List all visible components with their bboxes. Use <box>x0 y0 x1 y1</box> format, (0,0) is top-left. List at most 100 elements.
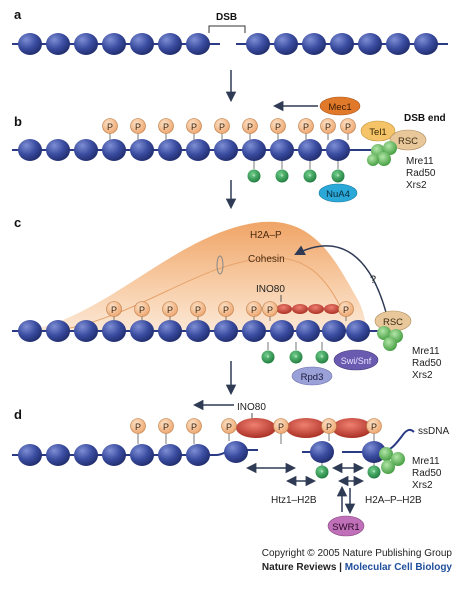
nua4-complex: NuA4 <box>318 183 358 203</box>
phospho-marker: P <box>186 418 202 444</box>
phospho-row-b: P P P P P P P P P P <box>102 118 356 140</box>
phospho-label: P <box>267 305 273 315</box>
phospho-marker: P <box>102 118 118 140</box>
panel-a: DSB <box>12 12 448 55</box>
nucleosome <box>130 320 154 342</box>
panel-label-d: d <box>14 407 22 422</box>
acetyl-row-c: * * * <box>261 342 329 364</box>
acetyl-marker: * <box>331 161 345 183</box>
phospho-marker: P <box>106 301 122 321</box>
ino80-complex-c <box>276 304 340 314</box>
nucleosome <box>214 320 238 342</box>
nucleosome <box>302 33 326 55</box>
swr1-complex: SWR1 <box>327 515 365 537</box>
nucleosome <box>242 139 266 161</box>
nucleosome <box>74 320 98 342</box>
htz1-h2b-label: Htz1–H2B <box>271 495 317 506</box>
rsc-label-c: RSC <box>383 317 403 328</box>
nucleosome <box>346 320 370 342</box>
rsc-complex-b: RSC <box>389 129 427 151</box>
nucleosome <box>358 33 382 55</box>
mre11-label-c: Mre11 <box>412 346 440 357</box>
nucleosome <box>102 139 126 161</box>
question-mark: ? <box>370 274 376 286</box>
phospho-label: P <box>275 122 281 132</box>
cohesin-label: Cohesin <box>248 254 285 265</box>
h2a-p-h2b-label: H2A–P–H2B <box>365 495 422 506</box>
mec1-label: Mec1 <box>328 102 351 113</box>
journal-section: Molecular Cell Biology <box>344 562 452 573</box>
acetyl-marker: * <box>247 161 261 183</box>
phospho-marker: P <box>270 118 286 140</box>
nucleosome <box>130 33 154 55</box>
svg-text:*: * <box>253 174 256 181</box>
nucleosome-row-a-right <box>246 33 438 55</box>
phospho-label: P <box>226 422 232 432</box>
phospho-label: P <box>163 122 169 132</box>
svg-text:*: * <box>321 470 324 477</box>
acetyl-row-d: * * <box>315 463 381 479</box>
rad50-label-b: Rad50 <box>406 168 436 179</box>
nucleosome <box>18 320 42 342</box>
rad50-label-c: Rad50 <box>412 358 442 369</box>
nucleosome <box>330 33 354 55</box>
mrx-complex-d <box>379 447 405 474</box>
dsb-label: DSB <box>216 12 237 23</box>
nucleosome <box>296 320 320 342</box>
acetyl-marker: * <box>367 463 381 479</box>
nucleosome <box>18 139 42 161</box>
nucleosome <box>18 33 42 55</box>
phospho-label: P <box>219 122 225 132</box>
phospho-row-c: P P P P P P P P <box>106 301 354 321</box>
nucleosome <box>186 33 210 55</box>
nucleosome <box>242 320 266 342</box>
nucleosome <box>246 33 270 55</box>
h2a-p-label: H2A–P <box>250 230 282 241</box>
nucleosome <box>74 444 98 466</box>
svg-text:*: * <box>373 470 376 477</box>
nucleosome <box>158 320 182 342</box>
phospho-marker: P <box>186 118 202 140</box>
phospho-row-d: P P P P P P P <box>130 418 382 444</box>
svg-text:*: * <box>321 355 324 362</box>
acetyl-marker: * <box>289 342 303 364</box>
phospho-label: P <box>135 422 141 432</box>
phospho-marker: P <box>130 118 146 140</box>
nucleosome-opened <box>310 441 334 463</box>
phospho-marker: P <box>218 301 234 321</box>
svg-text:*: * <box>281 174 284 181</box>
phospho-marker: P <box>158 418 174 444</box>
nucleosome <box>130 139 154 161</box>
nucleosome <box>46 320 70 342</box>
swi-snf-complex: Swi/Snf <box>333 349 379 371</box>
tel1-label: Tel1 <box>369 127 386 138</box>
phospho-marker: P <box>298 118 314 140</box>
panel-label-b: b <box>14 114 22 129</box>
phospho-label: P <box>325 122 331 132</box>
svg-text:*: * <box>309 174 312 181</box>
ino80-label-c: INO80 <box>256 284 285 295</box>
nucleosome <box>386 33 410 55</box>
dsb-end-label: DSB end <box>404 113 446 124</box>
ino80-label-d: INO80 <box>237 402 266 413</box>
mre11-label-b: Mre11 <box>406 156 434 167</box>
acetyl-marker: * <box>315 463 329 479</box>
nucleosome <box>46 33 70 55</box>
journal-name: Nature Reviews <box>261 562 337 573</box>
nucleosome <box>270 139 294 161</box>
phospho-marker: P <box>214 118 230 140</box>
rsc-label-b: RSC <box>398 136 418 147</box>
nucleosome <box>158 444 182 466</box>
xrs2-label-b: Xrs2 <box>406 180 427 191</box>
rpd3-complex: Rpd3 <box>291 366 333 386</box>
tel1-kinase: Tel1 <box>360 120 396 142</box>
nucleosome-opened <box>224 441 248 463</box>
phospho-label: P <box>371 422 377 432</box>
phospho-marker: P <box>246 301 262 321</box>
nucleosome <box>270 320 294 342</box>
svg-text:*: * <box>295 355 298 362</box>
nucleosome <box>326 139 350 161</box>
nucleosome-row-a-left <box>18 33 210 55</box>
panel-label-a: a <box>14 7 22 22</box>
